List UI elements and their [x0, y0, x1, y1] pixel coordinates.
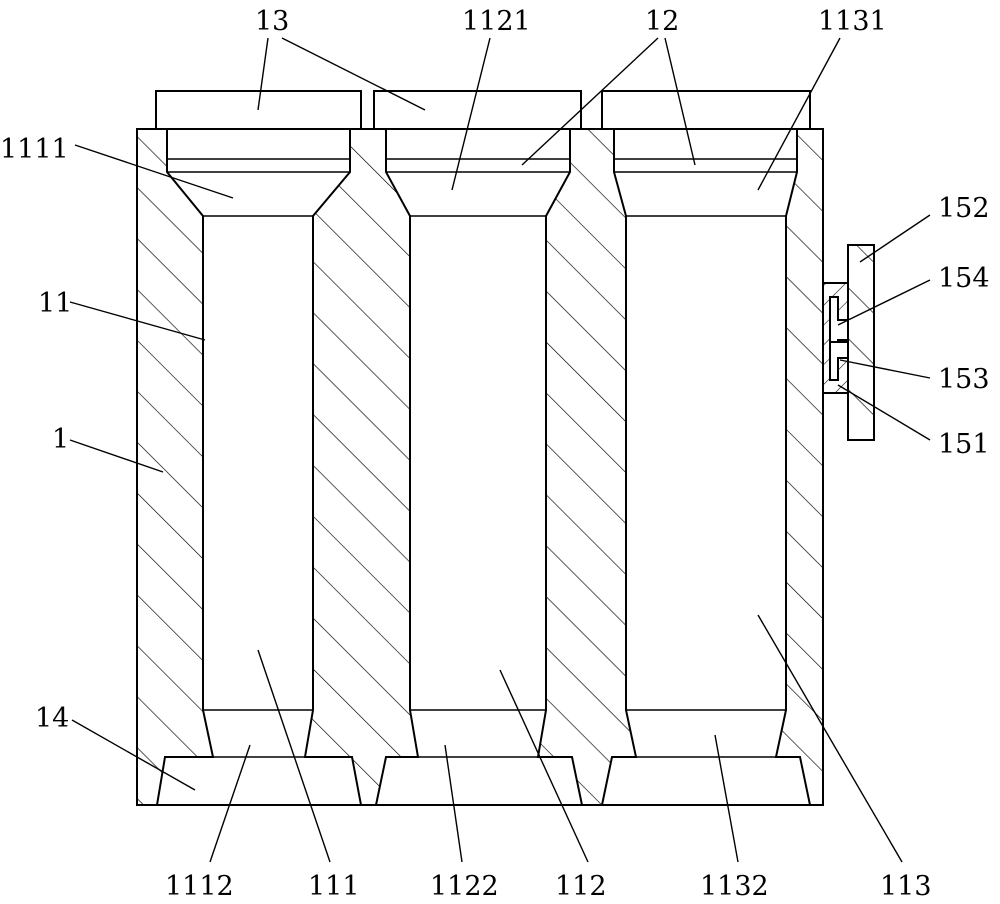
- bore-3: [600, 128, 812, 806]
- label-1121: 1121: [462, 6, 531, 37]
- leader-lines: [69, 37, 931, 863]
- bores: [155, 128, 812, 806]
- label-13: 13: [255, 6, 289, 37]
- plate-152: [847, 244, 875, 441]
- label-1: 1: [52, 424, 69, 455]
- label-1132: 1132: [700, 871, 769, 902]
- caps: [155, 90, 811, 130]
- label-154: 154: [938, 263, 990, 294]
- bore-2: [374, 128, 584, 806]
- label-113: 113: [880, 871, 932, 902]
- label-1111: 1111: [0, 134, 69, 165]
- connector: [822, 244, 875, 441]
- label-151: 151: [938, 429, 990, 460]
- label-152: 152: [938, 193, 990, 224]
- reference-labels: 13 1121 12 1131 1111 152 154 11 153 1 15…: [0, 6, 990, 902]
- cap-3: [601, 90, 811, 130]
- label-12: 12: [645, 6, 679, 37]
- label-14: 14: [35, 703, 69, 734]
- label-112: 112: [555, 871, 607, 902]
- label-111: 111: [308, 871, 360, 902]
- label-1112: 1112: [165, 871, 234, 902]
- bore-1: [155, 128, 363, 806]
- label-1131: 1131: [818, 6, 887, 37]
- label-1122: 1122: [430, 871, 499, 902]
- label-153: 153: [938, 364, 990, 395]
- label-11: 11: [38, 288, 72, 319]
- cap-2: [373, 90, 582, 130]
